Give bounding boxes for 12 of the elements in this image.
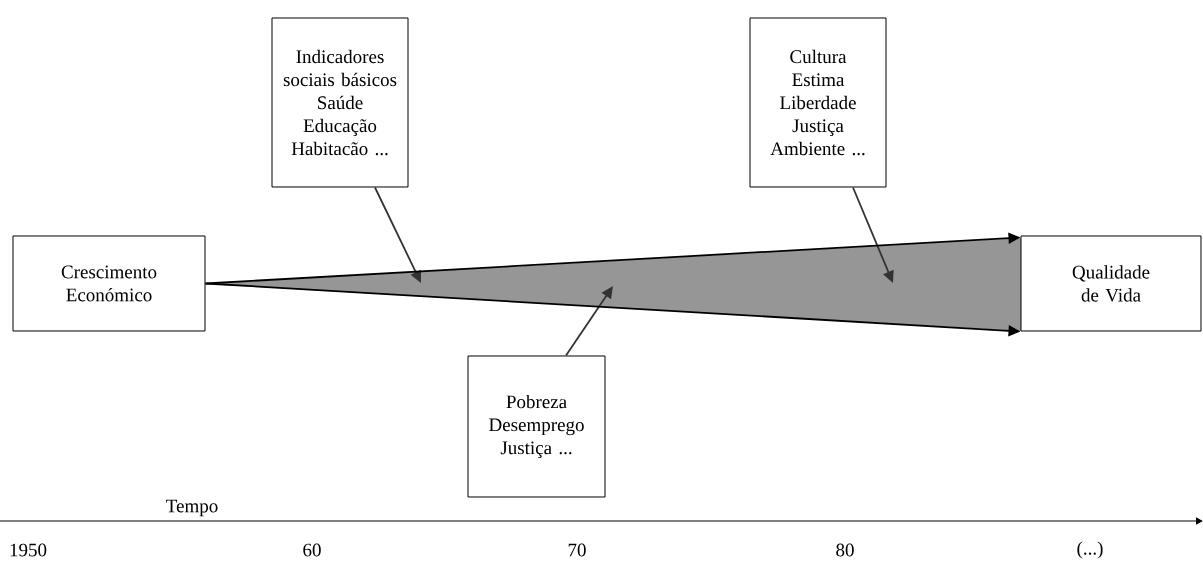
- tick-label: 80: [836, 543, 854, 557]
- arrow: [565, 286, 613, 357]
- text-box: Pobreza Desemprego Justiça ...: [467, 355, 606, 498]
- text-box: Qualidade de Vida: [1020, 235, 1202, 332]
- tick-label: 1950: [10, 543, 47, 557]
- tick-label: (...): [1077, 541, 1103, 559]
- text-box: Cultura Estima Liberdade Justiça Ambiente ...: [749, 17, 887, 188]
- text-box: Crescimento Económico: [12, 235, 206, 332]
- axis-title: Tempo: [166, 499, 218, 517]
- tick-label: 60: [303, 543, 321, 557]
- text-box: Indicadores sociais básicos Saúde Educação Habitacão ...: [271, 17, 409, 188]
- tick-label: 70: [568, 543, 586, 557]
